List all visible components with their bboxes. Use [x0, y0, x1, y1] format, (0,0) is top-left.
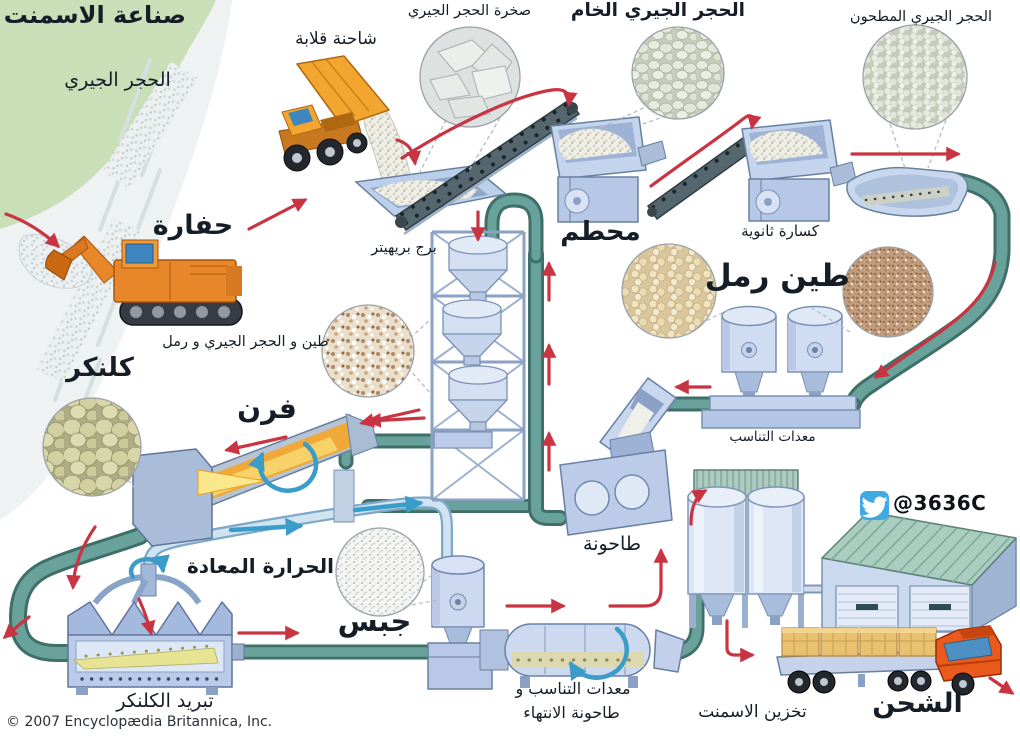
cement-silos-art — [687, 469, 834, 628]
raw-mill-art — [559, 377, 677, 536]
label-proportioning: معدات التناسب — [729, 429, 816, 445]
inset-ground-limestone — [862, 24, 968, 130]
label-cement-storage: تخزين الاسمنت — [698, 702, 807, 722]
label-raw-mix: طين و الحجر الجيري و رمل — [162, 334, 329, 350]
twitter-logo — [860, 491, 889, 520]
page-title: صناعة الاسمنت — [3, 1, 186, 29]
label-crusher: محطم — [560, 217, 641, 247]
mill-rotation-arrow — [568, 626, 629, 681]
label-clinker: كلنكر — [66, 353, 134, 383]
label-shipping: الشحن — [872, 688, 963, 719]
label-mill: طاحونة — [583, 533, 641, 555]
copyright-notice: © 2007 Encyclopædia Britannica, Inc. — [6, 714, 273, 730]
label-ground-limestone: الحجر الجيري المطحون — [849, 9, 993, 25]
excavator-art — [45, 235, 243, 326]
conveyor-1 — [394, 98, 581, 236]
label-secondary-crusher: كسارة ثانوية — [741, 222, 819, 240]
warehouse-art — [821, 511, 1017, 633]
label-clinker-cooling: تبريد الكلنكر — [116, 690, 214, 712]
proportioning-tanks-art — [701, 305, 861, 429]
inset-raw-limestone — [631, 26, 725, 120]
delivery-truck-art — [776, 625, 1002, 696]
label-gypsum: جبس — [337, 604, 412, 638]
label-finishing-line1: معدات التناسب و — [515, 679, 631, 698]
rotary-kiln-art — [132, 413, 379, 547]
label-kiln: فرن — [237, 392, 297, 425]
label-preheater-tower: برج بريهيتر — [371, 240, 437, 256]
watermark-handle: @3636C — [893, 491, 987, 515]
label-limestone: الحجر الجيري — [64, 69, 171, 91]
heat-arrows — [128, 441, 629, 681]
inset-clay — [621, 243, 717, 339]
label-excavator: حفارة — [152, 210, 234, 241]
clinker-cooler-art — [67, 563, 245, 695]
label-recycled-heat: الحرارة المعادة — [186, 554, 334, 578]
inset-raw-mix — [321, 304, 415, 398]
label-clay-sand: طين رمل — [704, 258, 850, 294]
label-finishing-line2: طاحونة الانتهاء — [523, 703, 620, 722]
inset-gypsum — [335, 527, 425, 617]
kiln-rotation-arrow — [248, 441, 319, 493]
primary-crusher-art — [550, 116, 667, 223]
secondary-crusher-art — [741, 119, 969, 222]
flow-arrows — [2, 88, 1015, 695]
inset-sand — [842, 246, 934, 338]
inset-limestone-rock — [419, 26, 521, 128]
label-dump-truck: شاحنة قلابة — [295, 29, 377, 49]
preheater-tower-art — [430, 230, 526, 502]
inset-clinker — [42, 397, 142, 497]
label-limestone-rock: صخرة الحجر الجيري — [407, 3, 532, 19]
label-raw-limestone: الحجر الجيري الخام — [570, 0, 745, 21]
